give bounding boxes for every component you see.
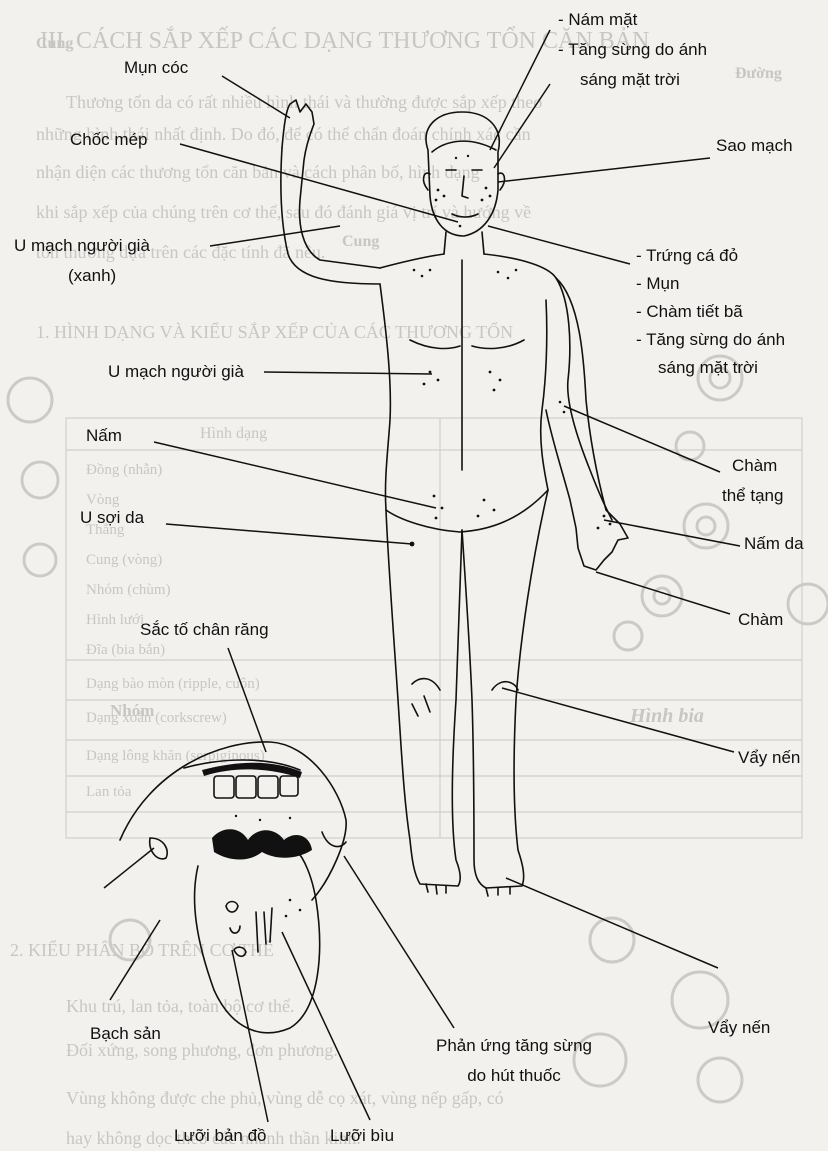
label-u-mach-xanh-line2: (xanh) [14,264,150,288]
torso-outline [380,254,612,520]
label-vay-nen-foot: Vẩy nến [708,1016,770,1040]
label-tang-sung-1: - Tăng sừng do ánh sáng mặt trời [558,38,707,92]
label-tang-sung-2-line1: - Tăng sừng do ánh [636,328,785,352]
label-sao-mach: Sao mạch [716,134,793,158]
leader-lines [104,30,740,1122]
label-phan-ung-line1: Phản ứng tăng sừng [436,1034,592,1058]
label-phan-ung-tang-sung: Phản ứng tăng sừng do hút thuốc [436,1034,592,1088]
label-tang-sung-1-line2: sáng mặt trời [558,68,707,92]
label-nam: Nấm [86,424,122,448]
label-bach-san: Bạch sản [90,1022,161,1046]
label-cham-the-tang-line1: Chàm [722,454,783,478]
label-tang-sung-1-line1: - Tăng sừng do ánh [558,38,707,62]
lower-pigment-blotch [212,829,312,859]
label-nam-mat: - Nám mặt [558,8,637,32]
label-mun-coc: Mụn cóc [124,56,188,80]
front-tooth [236,776,256,798]
label-vay-nen-knee: Vẩy nến [738,746,800,770]
raised-arm [282,100,380,268]
label-trung-ca-do: - Trứng cá đỏ [636,244,738,268]
hanging-arm [546,278,628,570]
label-mun: - Mụn [636,272,679,296]
label-cham: Chàm [738,608,783,632]
front-tooth [258,776,278,798]
label-cham-the-tang-line2: thể tạng [722,484,783,508]
label-sac-to-chan-rang: Sắc tố chân răng [140,618,269,642]
label-phan-ung-line2: do hút thuốc [436,1064,592,1088]
label-choc-mep: Chốc mép [70,128,147,152]
label-tang-sung-2: - Tăng sừng do ánh sáng mặt trời [636,306,785,380]
label-cham-the-tang: Chàm thể tạng [722,454,783,508]
pelvis-outline [386,490,548,532]
lesion-dots [410,155,612,547]
front-tooth [280,776,298,796]
label-u-mach-xanh-line1: U mạch người già [14,234,150,258]
front-tooth [214,776,234,798]
label-tang-sung-2-line2: sáng mặt trời [636,356,785,380]
label-u-soi-da: U sợi da [80,506,144,530]
label-luoi-biu: Lưỡi bìu [330,1124,394,1148]
label-u-mach-nguoi-gia: U mạch người già [108,360,244,384]
mouth-inset [120,742,346,1033]
label-u-mach-nguoi-gia-xanh: U mạch người già (xanh) [14,234,150,288]
label-nam-da: Nấm da [744,532,804,556]
label-luoi-ban-do: Lưỡi bản đồ [174,1124,266,1148]
